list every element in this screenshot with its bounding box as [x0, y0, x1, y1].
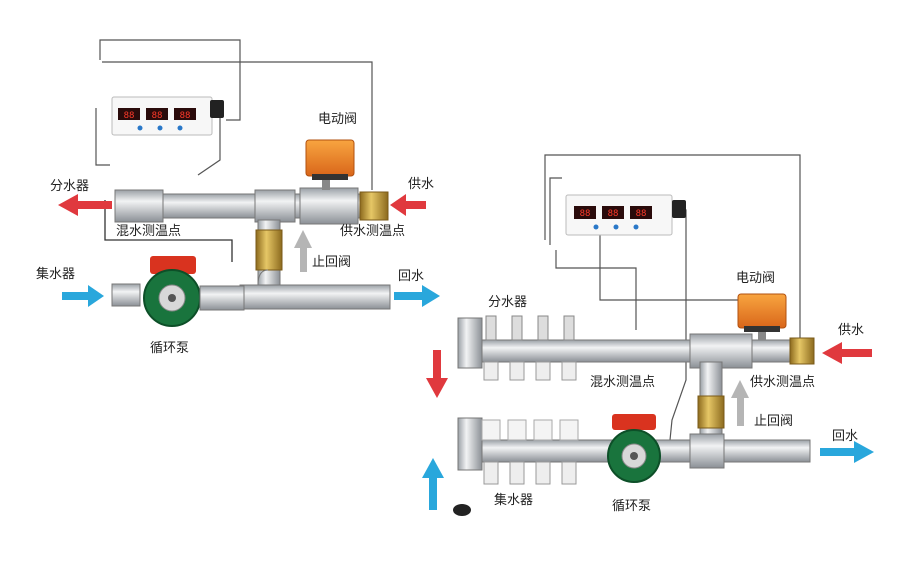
left-label-hunshui: 混水测温点: [116, 224, 181, 239]
left-temperature-controller: 88 88 88: [111, 96, 224, 136]
left-supply-in-arrow: [390, 194, 426, 216]
left-sensor-wire: [104, 200, 233, 262]
left-control-wire: [95, 39, 373, 190]
right-check-valve: [697, 395, 725, 429]
right-label-gongshui-temp: 供水测温点: [750, 375, 815, 390]
right-upper-manifold: [469, 339, 811, 363]
left-display-2: 88: [152, 111, 163, 121]
left-system: 88 88 88: [36, 39, 440, 356]
right-supply-in-arrow: [822, 342, 872, 364]
left-label-dianfa: 电动阀: [318, 112, 357, 127]
right-label-dianfa: 电动阀: [736, 271, 775, 286]
right-label-pump: 循环泵: [612, 499, 651, 514]
left-return-out-arrow: [394, 285, 440, 307]
right-label-fenshuiqi: 分水器: [488, 295, 527, 310]
right-check-flow-arrow: [731, 380, 749, 426]
right-distributor-valves: [483, 315, 577, 381]
right-display-1: 88: [580, 209, 591, 219]
left-label-gongshui: 供水: [408, 177, 434, 192]
left-label-jishuiqi: 集水器: [36, 266, 75, 282]
right-collector-actuators: [481, 419, 579, 485]
right-label-zhihuifa: 止回阀: [754, 414, 793, 429]
right-label-huishui: 回水: [832, 429, 858, 444]
right-control-wire: [544, 154, 801, 441]
right-label-hunshui: 混水测温点: [590, 375, 655, 390]
left-label-zhihuifa: 止回阀: [312, 255, 351, 270]
left-display-1: 88: [124, 111, 135, 121]
right-motorized-valve: [737, 293, 787, 340]
right-system: 88 88 88: [422, 154, 874, 516]
right-upper-air-vent: [457, 317, 483, 369]
right-label-gongshui: 供水: [838, 323, 864, 338]
left-display-3: 88: [180, 111, 191, 121]
right-temperature-controller: 88 88 88: [565, 194, 686, 236]
left-lower-pipe: [239, 284, 391, 310]
right-drain-knob: [453, 504, 471, 516]
right-label-jishuiqi: 集水器: [494, 492, 533, 508]
left-label-gongshui-temp: 供水测温点: [340, 224, 405, 239]
left-label-pump: 循环泵: [150, 341, 189, 356]
left-motorized-valve: [305, 139, 355, 190]
right-display-2: 88: [608, 209, 619, 219]
left-circulation-pump: [111, 256, 245, 327]
left-return-in-arrow: [62, 285, 104, 307]
left-supply-out-arrow: [58, 194, 112, 216]
right-lower-air-vent: [457, 417, 483, 471]
right-return-out-arrow: [820, 441, 874, 463]
right-display-3: 88: [636, 209, 647, 219]
left-label-fenshuiqi: 分水器: [50, 179, 89, 194]
right-return-up-arrow: [422, 458, 444, 510]
right-supply-down-arrow: [426, 350, 448, 398]
left-check-flow-arrow: [294, 230, 312, 272]
right-circulation-pump: [607, 414, 661, 483]
left-label-huishui: 回水: [398, 269, 424, 284]
left-check-valve: [255, 229, 283, 271]
